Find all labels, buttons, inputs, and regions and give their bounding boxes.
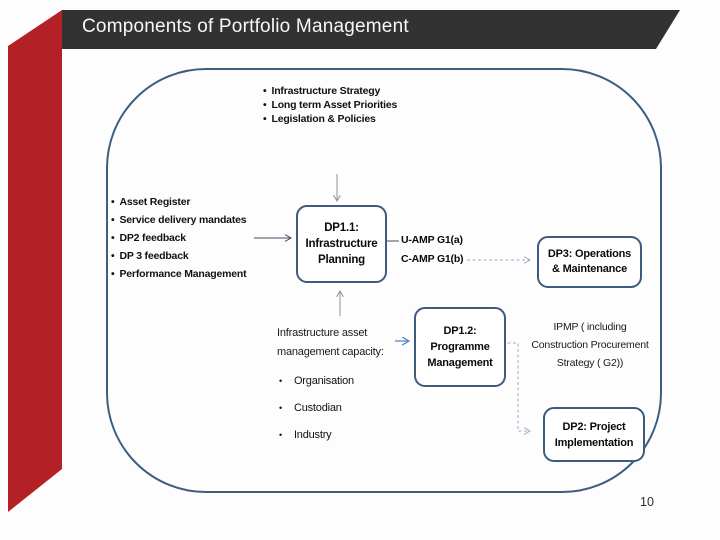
list-item: • Service delivery mandates <box>111 211 247 229</box>
bullet-icon: • <box>279 376 282 386</box>
list-item-label: Performance Management <box>119 268 247 280</box>
label-uamp-g1a: U-AMP G1(a) <box>401 234 463 246</box>
bullet-icon: • <box>111 250 115 262</box>
header-bar-shape <box>62 10 680 49</box>
bullet-icon: • <box>279 430 282 440</box>
box-text-line: DP3: Operations <box>547 248 632 260</box>
box-text-line: Infrastructure <box>305 238 378 250</box>
bullet-icon: • <box>279 403 282 413</box>
list-item-label: Service delivery mandates <box>119 214 247 226</box>
list-item: • Asset Register <box>111 193 246 211</box>
box-text-line: DP1.2: <box>443 325 477 337</box>
label-camp-g1b: C-AMP G1(b) <box>401 253 464 265</box>
list-item-label: DP2 feedback <box>119 232 186 244</box>
bullet-icon: • <box>111 232 115 244</box>
list-item-label: Organisation <box>293 375 354 387</box>
list-item: • DP2 feedback <box>111 229 246 247</box>
box-text-line: Management <box>427 357 493 369</box>
top-inputs-list: • Infrastructure Strategy • Long term As… <box>263 84 397 126</box>
left-inputs-list: • Asset Register • Service delivery mand… <box>111 193 247 283</box>
list-item: • Long term Asset Priorities <box>263 98 397 112</box>
portfolio-container-outline <box>106 68 662 493</box>
list-item: • Custodian <box>279 395 354 422</box>
list-item-label: DP 3 feedback <box>119 250 189 262</box>
list-item-label: Long term Asset Priorities <box>271 99 398 111</box>
list-item-label: Infrastructure Strategy <box>271 85 381 97</box>
box-text-line: Implementation <box>554 436 634 449</box>
list-item: • Legislation & Policies <box>263 112 397 126</box>
list-item-label: Legislation & Policies <box>271 113 376 125</box>
box-text-line: DP1.1: <box>324 222 359 234</box>
list-item: • Infrastructure Strategy <box>263 84 397 98</box>
bullet-icon: • <box>263 85 267 97</box>
ipmp-text-line: Construction Procurement <box>531 339 649 351</box>
bullet-icon: • <box>111 196 115 208</box>
capacity-heading: Infrastructure asset management capacity: <box>277 324 427 362</box>
list-item-label: Custodian <box>293 402 342 414</box>
list-item-label: Industry <box>293 429 332 441</box>
page-number: 10 <box>640 495 654 509</box>
bullet-icon: • <box>111 214 115 226</box>
capacity-heading-line: management capacity: <box>277 346 384 358</box>
box-text-line: Programme <box>430 341 490 353</box>
bullet-icon: • <box>263 99 267 111</box>
bullet-icon: • <box>111 268 115 280</box>
capacity-heading-line: Infrastructure asset <box>277 327 368 339</box>
list-item: • DP 3 feedback <box>111 247 246 265</box>
list-item: • Industry <box>279 422 354 449</box>
red-ribbon-shape <box>8 10 62 512</box>
ipmp-text-line: Strategy ( G2)) <box>556 357 624 369</box>
page-title: Components of Portfolio Management <box>82 16 409 37</box>
connector-dp12-to-dp2-dashed <box>502 342 530 431</box>
box-dp3-operations-maintenance: DP3: Operations & Maintenance <box>537 236 642 288</box>
box-text-line: & Maintenance <box>551 263 628 275</box>
box-text-line: Planning <box>318 254 365 266</box>
capacity-list: • Organisation • Custodian • Industry <box>279 368 354 449</box>
list-item-label: Asset Register <box>119 196 191 208</box>
list-item: • Organisation <box>279 368 354 395</box>
ipmp-text-line: IPMP ( including <box>553 321 627 333</box>
list-item: • Performance Management <box>111 265 247 283</box>
box-text-line: DP2: Project <box>562 420 626 433</box>
bullet-icon: • <box>263 113 267 125</box>
